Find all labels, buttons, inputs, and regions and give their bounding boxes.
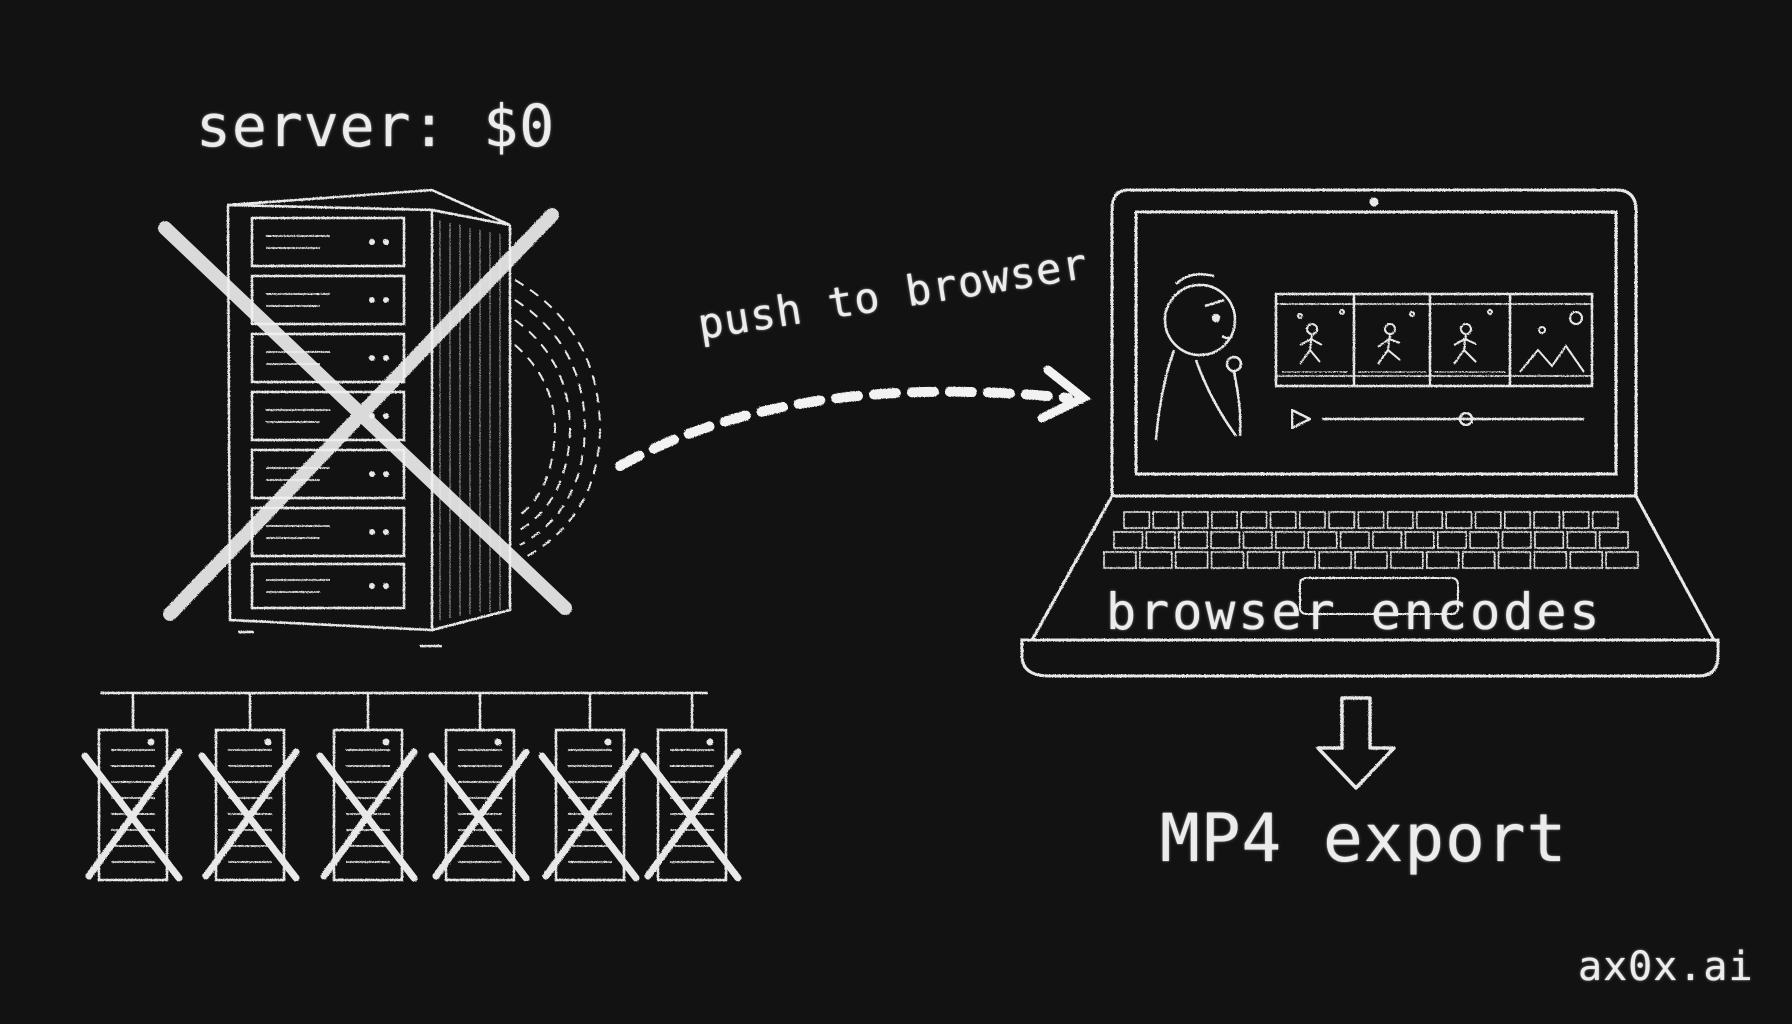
timeline-scrubber[interactable]: [1322, 411, 1584, 427]
keyboard-key: [1354, 551, 1388, 569]
cross-out-mark: [432, 748, 530, 880]
small-server-icon: [428, 728, 530, 882]
keyboard-key: [1562, 511, 1590, 529]
watermark: ax0x.ai: [1578, 944, 1754, 990]
keyboard-key: [1339, 531, 1370, 549]
keyboard-key: [1307, 531, 1338, 549]
small-server-icon: [198, 728, 300, 882]
cross-out-mark: [644, 748, 742, 880]
keyboard-key: [1174, 551, 1209, 569]
keyboard-key: [1533, 511, 1561, 529]
keyboard-key: [1210, 551, 1245, 569]
thinking-person-icon: [1154, 273, 1243, 441]
keyboard-key: [1123, 511, 1151, 529]
cross-out-mark: [320, 748, 418, 880]
keyboard-key: [1534, 531, 1565, 549]
keyboard-key: [1501, 531, 1532, 549]
keyboard-key: [1211, 511, 1239, 529]
keyboard-key: [1145, 531, 1176, 549]
keyboard-key: [1445, 511, 1473, 529]
film-strip-icon: [1274, 292, 1594, 388]
laptop-caption: browser encodes: [1106, 583, 1603, 641]
keyboard: [1103, 511, 1639, 569]
cross-out-mark: [158, 208, 572, 621]
server-rack-icon: [226, 188, 602, 648]
keyboard-key: [1299, 511, 1326, 529]
keyboard-key: [1210, 531, 1241, 549]
cross-out-mark: [85, 748, 183, 880]
laptop-icon: [1020, 188, 1720, 678]
keyboard-key: [1372, 531, 1403, 549]
small-server-group: [81, 728, 742, 882]
keyboard-key: [1386, 511, 1414, 529]
keyboard-key: [1152, 511, 1180, 529]
play-icon[interactable]: [1290, 407, 1313, 431]
keyboard-key: [1139, 551, 1173, 569]
cross-out-mark: [202, 748, 300, 880]
keyboard-key: [1181, 511, 1209, 529]
keyboard-key: [1269, 511, 1297, 529]
down-arrow-icon: [1316, 696, 1396, 790]
keyboard-key: [1566, 531, 1597, 549]
keyboard-key: [1275, 531, 1306, 549]
keyboard-key: [1461, 551, 1496, 569]
keyboard-key: [1357, 511, 1385, 529]
small-server-icon: [81, 728, 183, 882]
keyboard-key: [1318, 551, 1352, 569]
keyboard-key: [1598, 531, 1629, 549]
keyboard-key: [1569, 551, 1604, 569]
keyboard-key: [1282, 551, 1317, 569]
cross-out-mark: [542, 748, 640, 880]
network-bus: [100, 691, 708, 730]
small-server-icon: [538, 728, 640, 882]
keyboard-key: [1497, 551, 1532, 569]
keyboard-key: [1246, 551, 1281, 569]
keyboard-key: [1240, 511, 1268, 529]
keyboard-key: [1469, 531, 1500, 549]
keyboard-key: [1437, 531, 1468, 549]
keyboard-key: [1605, 551, 1639, 569]
keyboard-key: [1426, 551, 1460, 569]
keyboard-key: [1504, 511, 1531, 529]
small-server-icon: [316, 728, 418, 882]
keyboard-key: [1533, 551, 1568, 569]
keyboard-key: [1103, 551, 1137, 569]
push-arrow: [615, 365, 1092, 471]
keyboard-key: [1242, 531, 1273, 549]
keyboard-key: [1416, 511, 1444, 529]
keyboard-key: [1591, 511, 1619, 529]
keyboard-key: [1474, 511, 1502, 529]
export-label: MP4 export: [1160, 800, 1568, 877]
server-cost-title: server: $0: [196, 92, 556, 160]
keyboard-key: [1113, 531, 1144, 549]
keyboard-key: [1178, 531, 1209, 549]
keyboard-key: [1404, 531, 1435, 549]
keyboard-key: [1390, 551, 1424, 569]
keyboard-key: [1328, 511, 1356, 529]
small-server-icon: [640, 728, 742, 882]
